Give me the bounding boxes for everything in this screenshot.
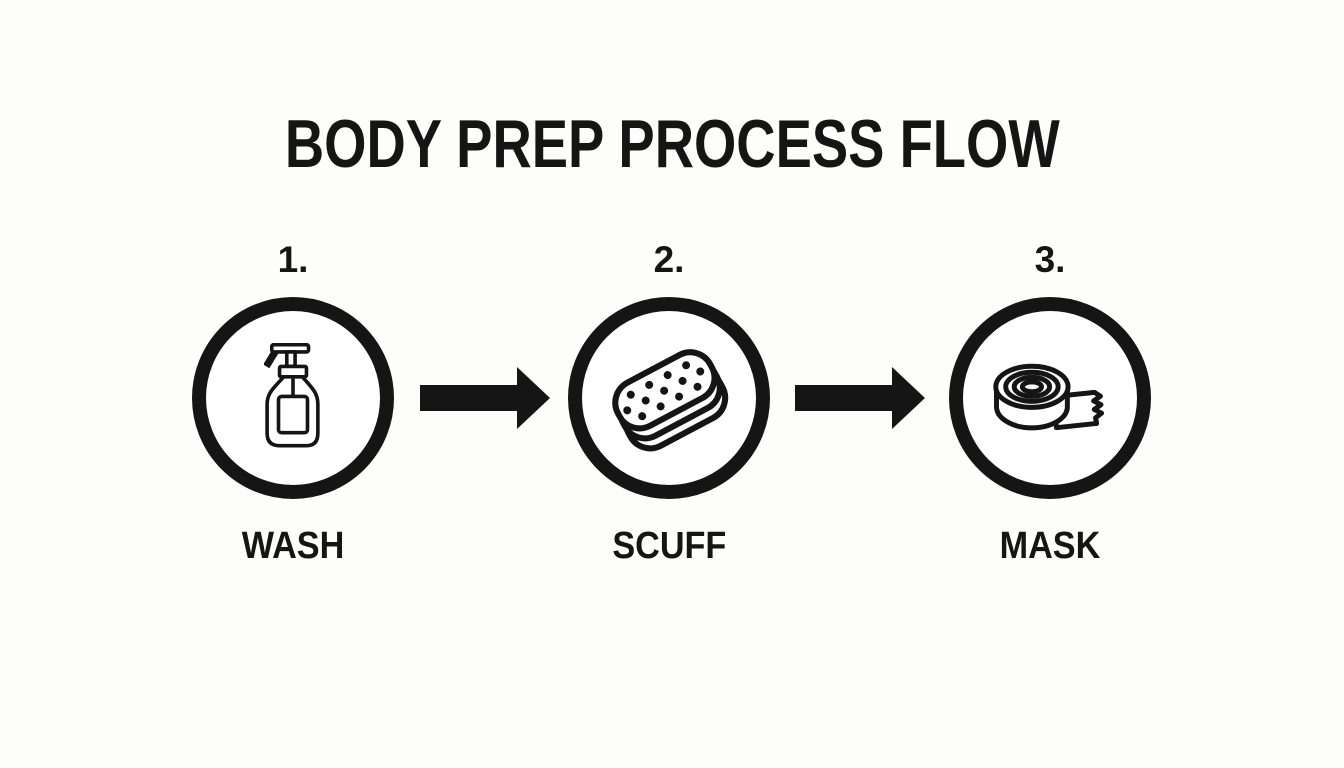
arrow-right-icon — [795, 367, 925, 429]
step-label: MASK — [910, 525, 1190, 568]
step-label: WASH — [153, 525, 433, 568]
step-number: 1. — [277, 239, 309, 280]
arrow-right-icon — [420, 367, 550, 429]
step-label-text: MASK — [999, 525, 1101, 567]
sanding-sponge-icon — [612, 349, 729, 452]
page-title: BODY PREP PROCESS FLOW — [0, 110, 1344, 178]
step-label: SCUFF — [529, 525, 809, 568]
masking-tape-icon — [993, 363, 1105, 430]
step-circle — [949, 297, 1151, 499]
step-label-text: WASH — [241, 525, 345, 567]
spray-bottle-icon — [264, 343, 320, 448]
step-number: 3. — [1034, 239, 1066, 280]
step-circle — [192, 297, 394, 499]
page-title-text: BODY PREP PROCESS FLOW — [284, 106, 1060, 182]
step-number: 2. — [653, 239, 685, 280]
step-scuff: 2. SCUFF — [529, 240, 809, 568]
step-mask: 3. MASK — [910, 240, 1190, 568]
step-label-text: SCUFF — [612, 525, 726, 567]
step-circle — [568, 297, 770, 499]
step-wash: 1. WASH — [153, 240, 433, 568]
